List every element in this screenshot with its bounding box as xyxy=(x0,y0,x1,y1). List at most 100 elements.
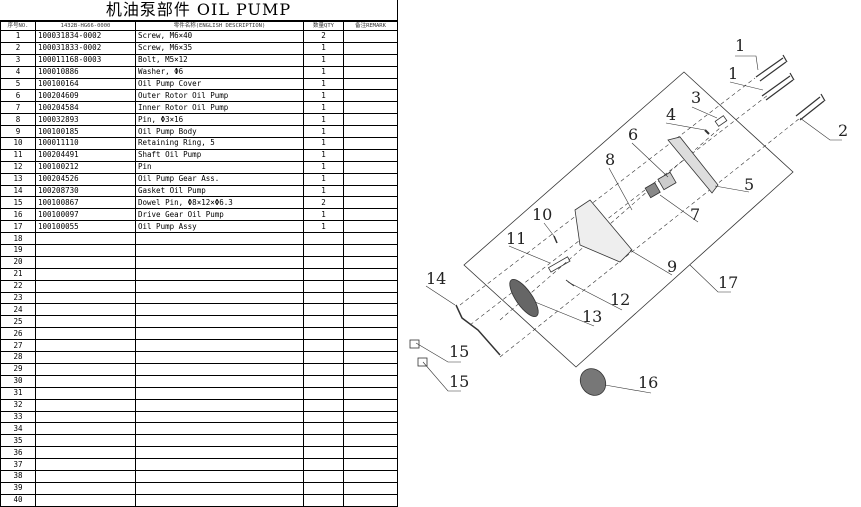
table-row: 28 xyxy=(0,351,398,364)
cell-desc: Oil Pump Cover xyxy=(135,77,304,91)
cell-qty: 1 xyxy=(303,220,344,234)
callout-3: 3 xyxy=(691,88,701,107)
callout-2: 2 xyxy=(838,121,848,140)
cell-remark xyxy=(343,53,398,67)
cell-remark xyxy=(343,410,398,424)
cell-part xyxy=(35,493,136,507)
cell-remark xyxy=(343,315,398,329)
cell-qty: 1 xyxy=(303,77,344,91)
cell-qty xyxy=(303,398,344,412)
cell-remark xyxy=(343,244,398,257)
cell-desc: Dowel Pin, Φ8×12×Φ6.3 xyxy=(135,196,304,210)
cell-qty: 1 xyxy=(303,65,344,79)
cell-desc: Oil Pump Body xyxy=(135,125,304,139)
cell-desc xyxy=(135,386,304,400)
cell-desc xyxy=(135,398,304,412)
cell-part xyxy=(35,267,136,281)
table-row: 25 xyxy=(0,315,398,329)
cell-qty xyxy=(303,244,344,257)
cell-qty: 1 xyxy=(303,89,344,103)
callout-15a: 15 xyxy=(449,342,469,361)
cell-qty: 1 xyxy=(303,184,344,198)
cell-qty: 1 xyxy=(303,208,344,222)
cell-no: 29 xyxy=(0,362,36,376)
cell-no: 19 xyxy=(0,244,36,257)
cell-no: 40 xyxy=(0,493,36,507)
drive-gear-16 xyxy=(579,368,607,396)
cell-remark xyxy=(343,232,398,246)
parts-table: 序号NO. 1432B-HG66-0000 零件名称(ENGLISH DESCR… xyxy=(0,21,398,507)
cell-desc xyxy=(135,434,304,448)
cell-part xyxy=(35,410,136,424)
cell-part: 100204609 xyxy=(35,89,136,103)
cell-part: 100011110 xyxy=(35,137,136,150)
cell-desc xyxy=(135,255,304,269)
cell-no: 21 xyxy=(0,267,36,281)
cell-desc xyxy=(135,232,304,246)
cell-no: 20 xyxy=(0,255,36,269)
cell-part xyxy=(35,255,136,269)
cell-desc: Inner Rotor Oil Pump xyxy=(135,101,304,115)
table-row: 29 xyxy=(0,362,398,376)
screw-2 xyxy=(795,93,826,121)
washer-4 xyxy=(704,129,710,135)
cell-desc: Pin, Φ3×16 xyxy=(135,113,304,127)
cell-desc: Screw, M6×35 xyxy=(135,41,304,55)
cell-remark xyxy=(343,351,398,364)
table-row: 24 xyxy=(0,303,398,317)
cell-remark xyxy=(343,374,398,388)
callout-labels: 1 1 2 3 4 5 6 7 8 9 10 11 12 13 14 15 15… xyxy=(426,36,848,392)
cell-no: 13 xyxy=(0,172,36,186)
cell-no: 34 xyxy=(0,422,36,436)
header-no: 序号NO. xyxy=(0,21,36,31)
cell-desc xyxy=(135,291,304,305)
cell-qty xyxy=(303,410,344,424)
cell-desc: Bolt, M5×12 xyxy=(135,53,304,67)
cell-desc: Oil Pump Gear Ass. xyxy=(135,172,304,186)
cell-part: 100208730 xyxy=(35,184,136,198)
cell-qty xyxy=(303,469,344,483)
cell-part xyxy=(35,232,136,246)
cell-part: 100100055 xyxy=(35,220,136,234)
cell-remark xyxy=(343,160,398,174)
cell-part: 100032893 xyxy=(35,113,136,127)
assembly-boundary xyxy=(463,71,794,368)
cell-qty: 1 xyxy=(303,172,344,186)
table-row: 31 xyxy=(0,386,398,400)
cell-desc xyxy=(135,279,304,293)
cell-no: 10 xyxy=(0,137,36,150)
cell-part xyxy=(35,362,136,376)
table-row: 34 xyxy=(0,422,398,436)
cell-no: 28 xyxy=(0,351,36,364)
cell-no: 16 xyxy=(0,208,36,222)
callout-4: 4 xyxy=(666,105,676,124)
cell-part xyxy=(35,434,136,448)
cell-remark xyxy=(343,279,398,293)
cell-no: 26 xyxy=(0,327,36,341)
cell-part xyxy=(35,374,136,388)
cell-desc xyxy=(135,422,304,436)
retaining-ring-10 xyxy=(553,235,558,244)
cell-no: 18 xyxy=(0,232,36,246)
cell-no: 17 xyxy=(0,220,36,234)
cell-part: 100031833-0002 xyxy=(35,41,136,55)
cell-remark xyxy=(343,327,398,341)
cell-no: 2 xyxy=(0,41,36,55)
screw-1 xyxy=(755,54,788,82)
cell-qty xyxy=(303,446,344,460)
cell-desc xyxy=(135,244,304,257)
cell-qty xyxy=(303,279,344,293)
cell-qty: 1 xyxy=(303,101,344,115)
cell-no: 32 xyxy=(0,398,36,412)
cell-no: 30 xyxy=(0,374,36,388)
cell-qty: 2 xyxy=(303,196,344,210)
cell-qty xyxy=(303,481,344,495)
cell-no: 35 xyxy=(0,434,36,448)
